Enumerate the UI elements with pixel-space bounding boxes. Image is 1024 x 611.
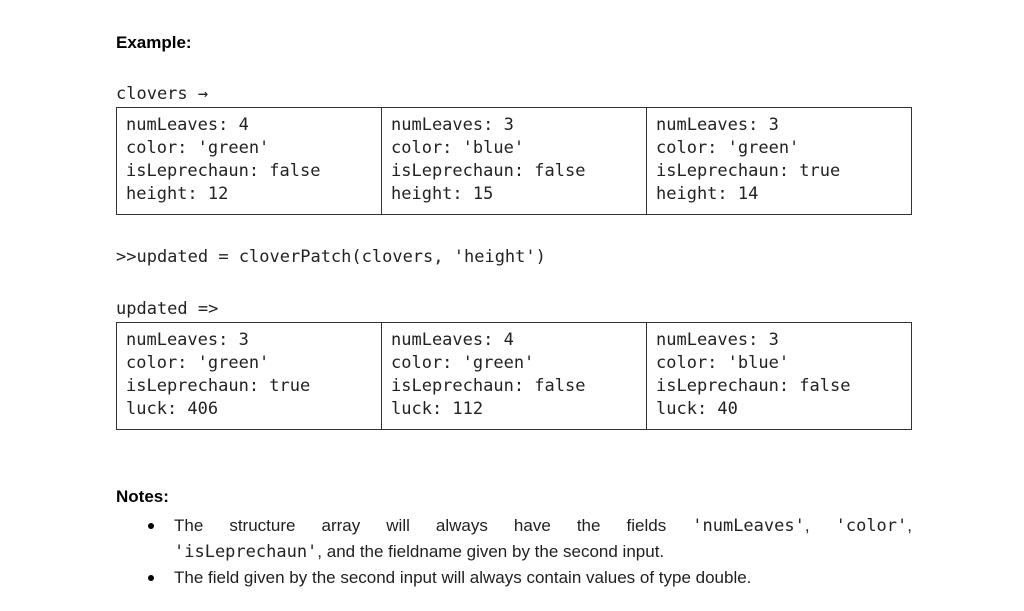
clovers-label: clovers → — [116, 84, 209, 104]
document-content: Example: clovers → numLeaves: 4 color: '… — [116, 0, 912, 591]
list-item: The field given by the second input will… — [116, 565, 912, 591]
cell-line: color: 'blue' — [391, 138, 525, 158]
note-code-segment: 'color' — [835, 516, 908, 536]
cell-line: color: 'blue' — [656, 353, 790, 373]
cell-line: isLeprechaun: false — [126, 161, 321, 181]
cell-line: luck: 406 — [126, 399, 219, 419]
updated-table-cell-2: numLeaves: 4 color: 'green' isLeprechaun… — [381, 323, 646, 429]
clovers-table-cell-3: numLeaves: 3 color: 'green' isLeprechaun… — [646, 108, 911, 214]
cell-line: color: 'green' — [126, 353, 270, 373]
note-code-segment: 'isLeprechaun' — [174, 542, 318, 562]
notes-heading: Notes: — [116, 487, 169, 506]
cell-line: numLeaves: 4 — [126, 115, 249, 135]
cell-line: numLeaves: 4 — [391, 330, 514, 350]
note-text: The field given by the second input will… — [174, 565, 912, 591]
cell-line: color: 'green' — [391, 353, 535, 373]
updated-label: updated => — [116, 299, 219, 319]
clovers-table-cell-2: numLeaves: 3 color: 'blue' isLeprechaun:… — [381, 108, 646, 214]
cell-line: numLeaves: 3 — [656, 115, 779, 135]
note-segment: , — [907, 516, 912, 535]
note-line: The field given by the second input will… — [174, 568, 752, 587]
note-code-segment: 'numLeaves' — [692, 516, 805, 536]
cell-line: isLeprechaun: false — [391, 376, 586, 396]
cell-line: numLeaves: 3 — [126, 330, 249, 350]
cell-line: isLeprechaun: true — [656, 161, 841, 181]
cell-line: color: 'green' — [656, 138, 800, 158]
note-segment: The structure array will always have the… — [174, 516, 693, 535]
cell-line: isLeprechaun: false — [656, 376, 851, 396]
cell-line: numLeaves: 3 — [391, 115, 514, 135]
cell-line: height: 12 — [126, 184, 229, 204]
cell-line: isLeprechaun: true — [126, 376, 311, 396]
cell-line: luck: 40 — [656, 399, 738, 419]
clovers-table-cell-1: numLeaves: 4 color: 'green' isLeprechaun… — [117, 108, 381, 214]
note-segment: , and the fieldname given by the second … — [317, 542, 665, 561]
cell-line: height: 14 — [656, 184, 759, 204]
note-line-justified: The structure array will always have the… — [174, 513, 912, 539]
command-line: >>updated = cloverPatch(clovers, 'height… — [116, 247, 546, 267]
bullet-icon — [148, 575, 154, 581]
updated-table: numLeaves: 3 color: 'green' isLeprechaun… — [116, 322, 912, 430]
cell-line: numLeaves: 3 — [656, 330, 779, 350]
note-line: 'isLeprechaun', and the fieldname given … — [174, 539, 912, 565]
note-text: The structure array will always have the… — [174, 513, 912, 565]
bullet-icon — [148, 523, 154, 529]
example-heading: Example: — [116, 33, 192, 52]
updated-table-cell-1: numLeaves: 3 color: 'green' isLeprechaun… — [117, 323, 381, 429]
cell-line: isLeprechaun: false — [391, 161, 586, 181]
cell-line: luck: 112 — [391, 399, 484, 419]
list-item: The structure array will always have the… — [116, 513, 912, 565]
notes-list: The structure array will always have the… — [116, 513, 912, 591]
note-segment: , — [804, 516, 836, 535]
cell-line: color: 'green' — [126, 138, 270, 158]
clovers-table: numLeaves: 4 color: 'green' isLeprechaun… — [116, 107, 912, 215]
updated-table-cell-3: numLeaves: 3 color: 'blue' isLeprechaun:… — [646, 323, 911, 429]
cell-line: height: 15 — [391, 184, 494, 204]
